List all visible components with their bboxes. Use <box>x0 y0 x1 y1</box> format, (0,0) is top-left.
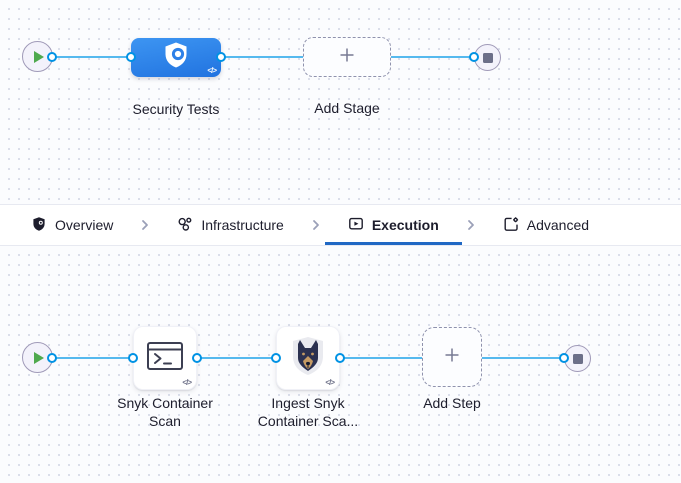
code-icon: </> <box>207 66 217 75</box>
snyk-dog-icon <box>290 336 326 381</box>
stage-pipeline-canvas: </> Security Tests Add Stage <box>0 0 681 204</box>
chevron-right-icon <box>307 205 325 245</box>
port-dot <box>335 353 345 363</box>
terminal-icon <box>146 340 184 377</box>
execution-steps-canvas: </> </> <box>0 246 681 483</box>
tab-advanced[interactable]: Advanced <box>480 205 612 245</box>
port-dot <box>216 52 226 62</box>
add-stage-button[interactable] <box>303 37 391 77</box>
tab-infrastructure[interactable]: Infrastructure <box>154 205 306 245</box>
code-icon: </> <box>325 378 335 387</box>
shield-icon <box>31 216 47 235</box>
port-dot <box>47 353 57 363</box>
security-shield-icon <box>161 40 191 75</box>
tab-label: Advanced <box>526 217 590 233</box>
step-node-snyk-container-scan[interactable]: </> <box>133 326 197 390</box>
chevron-right-icon <box>136 205 154 245</box>
add-step-button[interactable] <box>422 327 482 387</box>
advanced-icon <box>503 216 519 235</box>
stage-config-tabbar: Overview Infrastructure <box>0 204 681 246</box>
plus-icon <box>337 45 357 70</box>
port-dot <box>271 353 281 363</box>
stop-icon <box>572 353 583 364</box>
tab-label: Infrastructure <box>201 217 284 233</box>
play-icon <box>34 351 44 364</box>
infrastructure-icon <box>177 216 193 235</box>
port-dot <box>128 353 138 363</box>
play-icon <box>34 50 44 63</box>
execution-icon <box>348 216 364 235</box>
port-dot <box>559 353 569 363</box>
stop-icon <box>482 52 493 63</box>
tab-label: Overview <box>55 217 114 233</box>
chevron-right-icon <box>462 205 480 245</box>
step-label: Ingest Snyk Container Sca... <box>257 395 359 429</box>
stage-connector-line <box>37 56 488 58</box>
port-dot <box>469 52 479 62</box>
active-tab-underline <box>324 242 462 245</box>
port-dot <box>192 353 202 363</box>
code-icon: </> <box>182 378 192 387</box>
add-stage-label: Add Stage <box>314 100 380 116</box>
add-step-label: Add Step <box>423 395 481 411</box>
step-label: Snyk Container Scan <box>117 395 213 429</box>
tab-label: Execution <box>371 217 439 233</box>
port-dot <box>126 52 136 62</box>
stage-label: Security Tests <box>132 101 220 117</box>
tab-overview[interactable]: Overview <box>8 205 136 245</box>
step-node-ingest-snyk[interactable]: </> <box>276 326 340 390</box>
port-dot <box>47 52 57 62</box>
stage-node-security-tests[interactable]: </> <box>131 38 221 77</box>
plus-icon <box>442 345 462 370</box>
tab-execution[interactable]: Execution <box>324 205 462 245</box>
